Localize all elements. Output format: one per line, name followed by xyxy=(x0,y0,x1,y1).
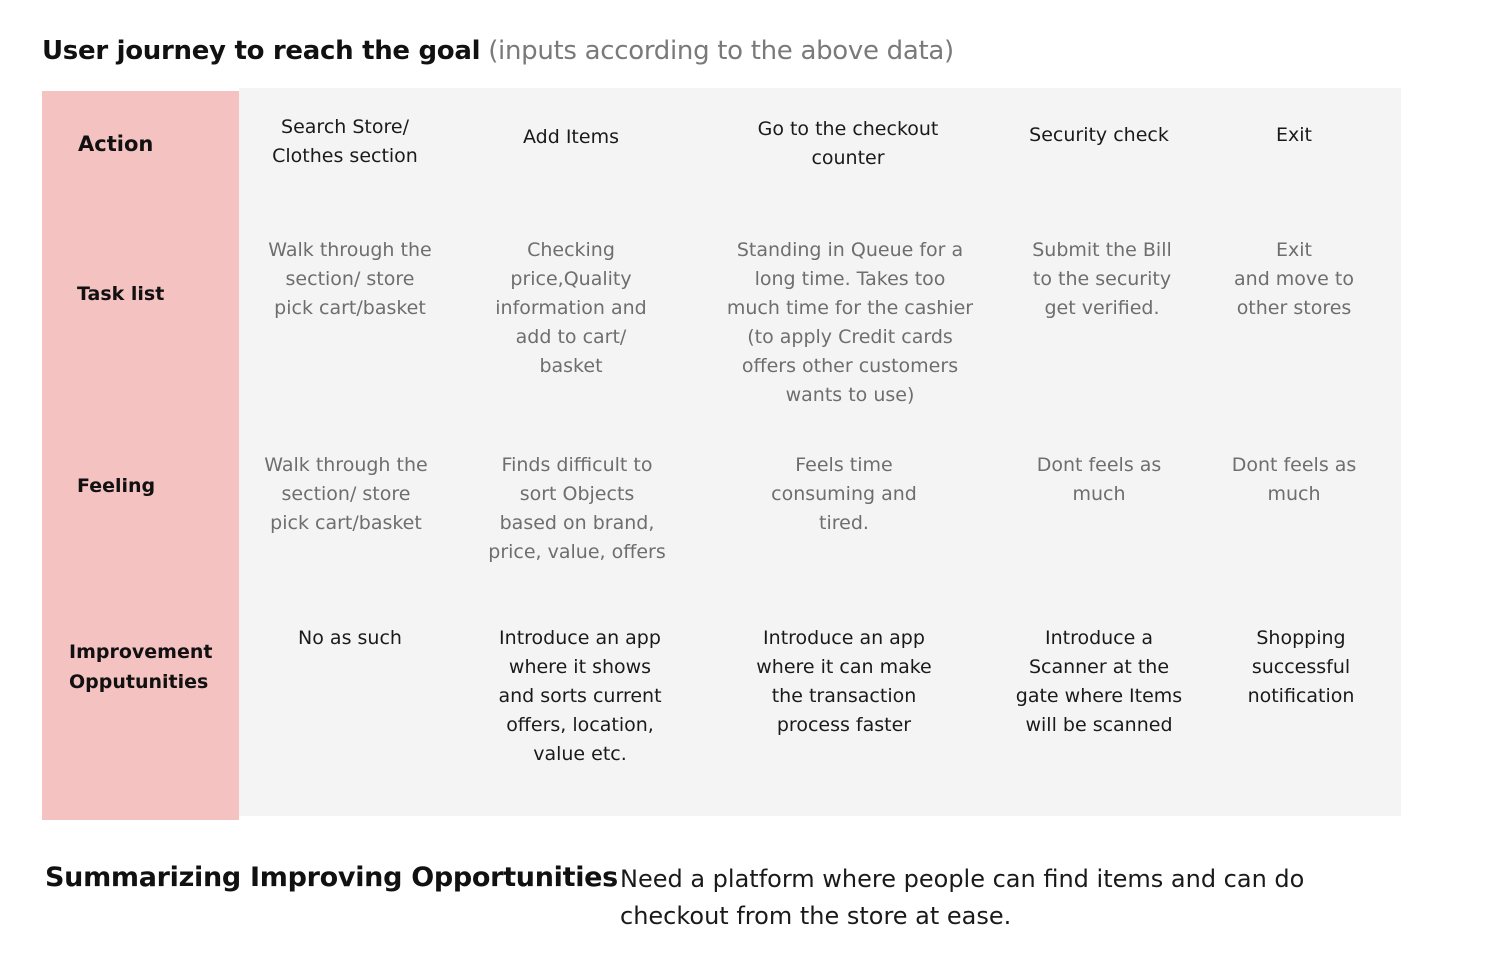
journey-table-background xyxy=(239,88,1401,816)
row-label-column xyxy=(42,91,239,820)
action-cell: Search Store/ Clothes section xyxy=(272,116,418,167)
row-label-feeling: Feeling xyxy=(77,475,156,497)
feeling-cell: Finds difficult to sort Objects based on… xyxy=(488,454,666,563)
summary-title: Summarizing Improving Opportunities xyxy=(45,862,618,893)
task-cell: Submit the Bill to the security get veri… xyxy=(1032,239,1172,319)
task-cell: Walk through the section/ store pick car… xyxy=(268,239,432,319)
action-cell: Exit xyxy=(1276,124,1312,146)
improvement-cell: Shopping successful notification xyxy=(1247,627,1355,707)
action-cell: Add Items xyxy=(523,126,619,148)
task-cell: Checking price,Quality information and a… xyxy=(495,239,647,377)
improvement-cell: Introduce an app where it shows and sort… xyxy=(498,627,662,765)
user-journey-table: Action Task list Feeling Improvement Opp… xyxy=(42,88,1401,820)
row-label-improvement-line1: Improvement xyxy=(69,641,213,663)
feeling-cell: Walk through the section/ store pick car… xyxy=(264,454,428,534)
improvement-cell: No as such xyxy=(298,627,402,649)
action-cell: Security check xyxy=(1029,124,1169,146)
feeling-cell: Dont feels as much xyxy=(1231,454,1357,505)
page-title-main: User journey to reach the goal xyxy=(42,36,481,66)
page-title: User journey to reach the goal (inputs a… xyxy=(42,36,954,66)
action-cell: Go to the checkout counter xyxy=(757,118,939,169)
task-cell: Standing in Queue for a long time. Takes… xyxy=(726,239,974,406)
summary-text: Need a platform where people can find it… xyxy=(620,865,1305,930)
row-label-improvement: Improvement Opputunities xyxy=(69,637,212,697)
row-label-improvement-line2: Opputunities xyxy=(69,671,209,693)
row-label-task-list: Task list xyxy=(77,283,165,305)
improvement-cell: Introduce an app where it can make the t… xyxy=(756,627,932,736)
feeling-cell: Dont feels as much xyxy=(1036,454,1162,505)
task-cell: Exit and move to other stores xyxy=(1234,239,1354,319)
page-title-note: (inputs according to the above data) xyxy=(488,36,954,66)
feeling-cell: Feels time consuming and tired. xyxy=(771,454,917,534)
row-label-action: Action xyxy=(78,132,154,156)
improvement-cell: Introduce a Scanner at the gate where It… xyxy=(1015,627,1183,736)
